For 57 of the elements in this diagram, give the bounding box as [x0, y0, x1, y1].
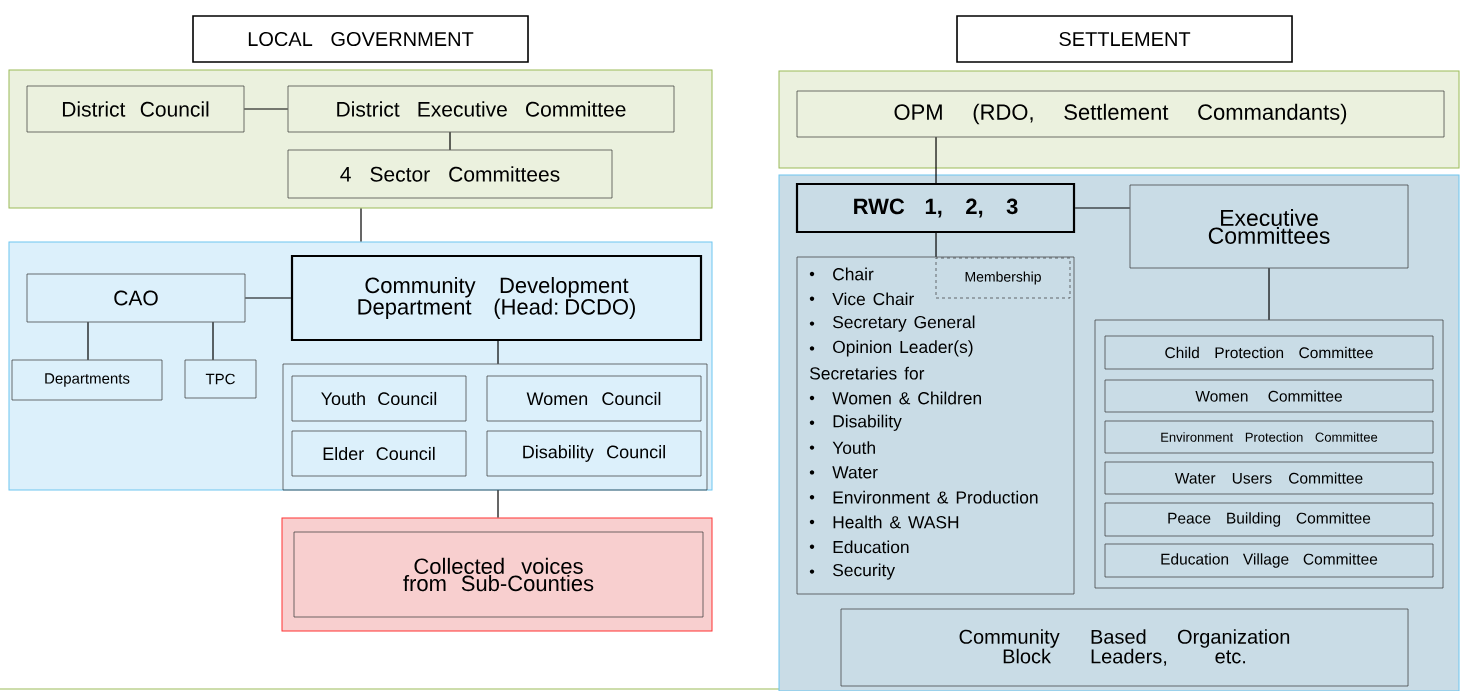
org-box: Environment Protection Committee: [1104, 420, 1434, 454]
org-box: Elder Council: [291, 430, 467, 477]
title-box: LOCAL GOVERNMENT: [192, 15, 529, 63]
list-item: Disability: [833, 414, 902, 431]
connector-line: [244, 297, 292, 299]
list-item: Environment & Production: [833, 490, 1038, 504]
list-item: Vice Chair: [832, 292, 914, 306]
org-box: Water Users Committee: [1104, 461, 1434, 495]
org-box: RWC 1, 2, 3: [795, 182, 1076, 234]
list-item: Opinion Leader(s): [833, 340, 973, 357]
org-box: Executive Committees: [1129, 184, 1409, 269]
org-box: Community Development Department (Head: DCDO): [290, 254, 703, 342]
connector-line: [497, 340, 499, 365]
org-box: District Council: [26, 85, 245, 133]
list-heading: Secretaries for: [810, 366, 925, 380]
list-item: Education: [833, 540, 909, 554]
org-box: Collected voices from Sub-Counties: [293, 531, 704, 618]
org-box: Departments: [11, 359, 163, 401]
org-box: OPM (RDO, Settlement Commandants): [796, 90, 1445, 138]
org-box: CAO: [26, 273, 246, 323]
org-box: Peace Building Committee: [1104, 502, 1434, 537]
org-box: TPC: [184, 359, 257, 399]
connector-line: [360, 207, 362, 243]
connector-line: [449, 131, 451, 151]
group-panel: [778, 70, 1460, 169]
membership-box: Membership: [935, 257, 1071, 299]
org-box: [282, 363, 708, 491]
connector-line: [935, 136, 937, 184]
org-box: Child Protection Committee: [1104, 335, 1434, 370]
list-item: Water: [832, 466, 878, 479]
group-panel: [281, 517, 713, 632]
connector-line: [87, 321, 89, 361]
title-box: SETTLEMENT: [956, 15, 1293, 63]
org-box: Women Council: [486, 375, 702, 422]
list-item: Women & Children: [832, 391, 981, 405]
group-panel: [8, 241, 713, 491]
list-item: Youth: [832, 441, 875, 454]
connector-line: [497, 489, 499, 519]
list-item: Secretary General: [833, 315, 975, 332]
org-box: Community Based Organization Block Leaders, etc.: [840, 608, 1409, 687]
list-item: Chair: [833, 267, 874, 281]
group-panel: [8, 69, 713, 209]
connector-line: [1268, 267, 1270, 321]
org-box: Education Village Committee: [1104, 543, 1434, 578]
connector-line: [212, 321, 214, 361]
org-box: [1094, 319, 1444, 589]
connector-line: [243, 108, 289, 110]
org-box: Women Committee: [1104, 379, 1434, 413]
list-item: Health & WASH: [833, 515, 959, 529]
group-panel: [778, 174, 1460, 691]
list-item: Security: [833, 563, 895, 580]
org-box: District Executive Committee: [287, 85, 675, 133]
connector-line: [935, 232, 937, 258]
org-box: Disability Council: [486, 430, 702, 477]
connector-line: [1074, 207, 1131, 209]
org-box: 4 Sector Committees: [287, 149, 613, 199]
org-box: Youth Council: [291, 375, 467, 422]
